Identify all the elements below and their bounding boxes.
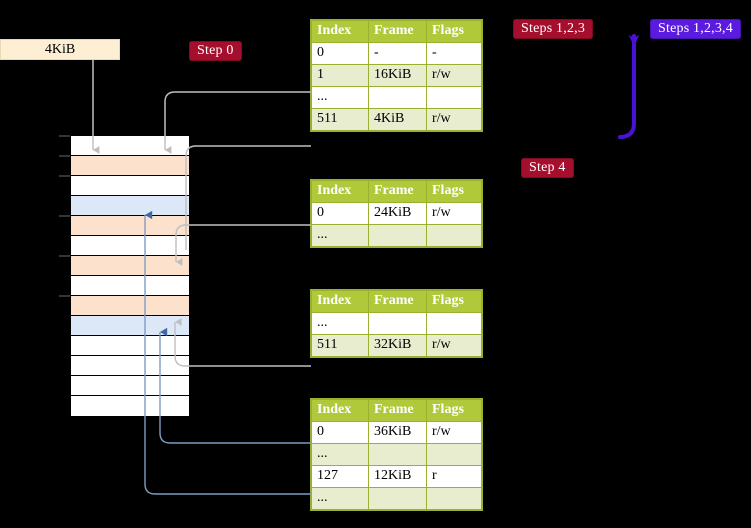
table-row: ...: [311, 487, 482, 510]
column-header-index: Index: [311, 180, 369, 203]
badge-step-4: Step 4: [521, 158, 574, 178]
table-cell-index: ...: [311, 224, 369, 247]
column-header-flags: Flags: [426, 180, 482, 203]
table-cell-flags: r/w: [426, 421, 482, 444]
memory-frame-row: [71, 336, 189, 356]
memory-frame-row: [71, 196, 189, 216]
memory-frame-row: [71, 316, 189, 336]
table-cell-frame: [368, 86, 427, 109]
memory-frame-row: [71, 236, 189, 256]
wire-l1-4kib: [185, 145, 311, 250]
wire-column-guides: [92, 60, 166, 140]
badge-steps-1-2-3: Steps 1,2,3: [513, 19, 594, 39]
table-cell-flags: [426, 487, 482, 510]
table-cell-flags: r/w: [426, 64, 482, 87]
page-size-label: 4KiB: [44, 41, 76, 57]
table-cell-index: ...: [311, 443, 369, 466]
table-cell-flags: r/w: [426, 334, 482, 357]
table-cell-flags: r/w: [426, 202, 482, 225]
table-row: ...: [311, 443, 482, 466]
violet-bracket-arrow: [618, 34, 640, 139]
memory-frame-row: [71, 396, 189, 416]
column-header-frame: Frame: [368, 399, 427, 422]
table-cell-frame: 12KiB: [368, 465, 427, 488]
table-cell-index: ...: [311, 487, 369, 510]
column-header-index: Index: [311, 290, 369, 313]
memory-frame-row: [71, 176, 189, 196]
memory-row-ticks: [59, 135, 70, 297]
column-header-frame: Frame: [368, 290, 427, 313]
table-cell-flags: r: [426, 465, 482, 488]
table-row: 0--: [311, 42, 482, 65]
badge-steps-1-2-3-4: Steps 1,2,3,4: [650, 19, 741, 39]
table-cell-frame: 36KiB: [368, 421, 427, 444]
column-header-flags: Flags: [426, 399, 482, 422]
table-cell-index: ...: [311, 312, 369, 335]
table-cell-index: 0: [311, 42, 369, 65]
column-header-flags: Flags: [426, 290, 482, 313]
table-cell-index: ...: [311, 86, 369, 109]
table-cell-frame: [368, 443, 427, 466]
column-header-frame: Frame: [368, 180, 427, 203]
table-cell-index: 1: [311, 64, 369, 87]
table-row: ...: [311, 224, 482, 247]
memory-frame-row: [71, 156, 189, 176]
memory-frame-row: [71, 296, 189, 316]
column-header-index: Index: [311, 20, 369, 43]
table-cell-frame: -: [368, 42, 427, 65]
table-cell-flags: r/w: [426, 108, 482, 131]
table-cell-index: 127: [311, 465, 369, 488]
table-cell-flags: [426, 224, 482, 247]
table-row: ...: [311, 86, 482, 109]
table-cell-frame: 16KiB: [368, 64, 427, 87]
table-cell-flags: [426, 86, 482, 109]
table-cell-frame: 24KiB: [368, 202, 427, 225]
memory-frame-row: [71, 276, 189, 296]
wire-l3-32kib: [174, 318, 311, 367]
table-cell-frame: 4KiB: [368, 108, 427, 131]
table-row: ...: [311, 312, 482, 335]
memory-frame-row: [71, 356, 189, 376]
table-cell-flags: [426, 443, 482, 466]
table-cell-frame: 32KiB: [368, 334, 427, 357]
table-cell-frame: [368, 224, 427, 247]
wire-l2-24kib: [175, 224, 311, 266]
column-header-frame: Frame: [368, 20, 427, 43]
memory-frame-row: [71, 256, 189, 276]
page-size-box: 4KiB: [0, 39, 120, 60]
table-cell-flags: [426, 312, 482, 335]
table-cell-index: 511: [311, 334, 369, 357]
badge-step-0: Step 0: [189, 41, 242, 61]
column-header-index: Index: [311, 399, 369, 422]
table-cell-index: 0: [311, 421, 369, 444]
physical-memory-column: [70, 135, 190, 416]
column-header-flags: Flags: [426, 20, 482, 43]
table-cell-index: 0: [311, 202, 369, 225]
table-cell-frame: [368, 487, 427, 510]
table-cell-flags: -: [426, 42, 482, 65]
memory-frame-row: [71, 376, 189, 396]
table-cell-frame: [368, 312, 427, 335]
table-cell-index: 511: [311, 108, 369, 131]
memory-frame-row: [71, 136, 189, 156]
memory-frame-row: [71, 216, 189, 236]
